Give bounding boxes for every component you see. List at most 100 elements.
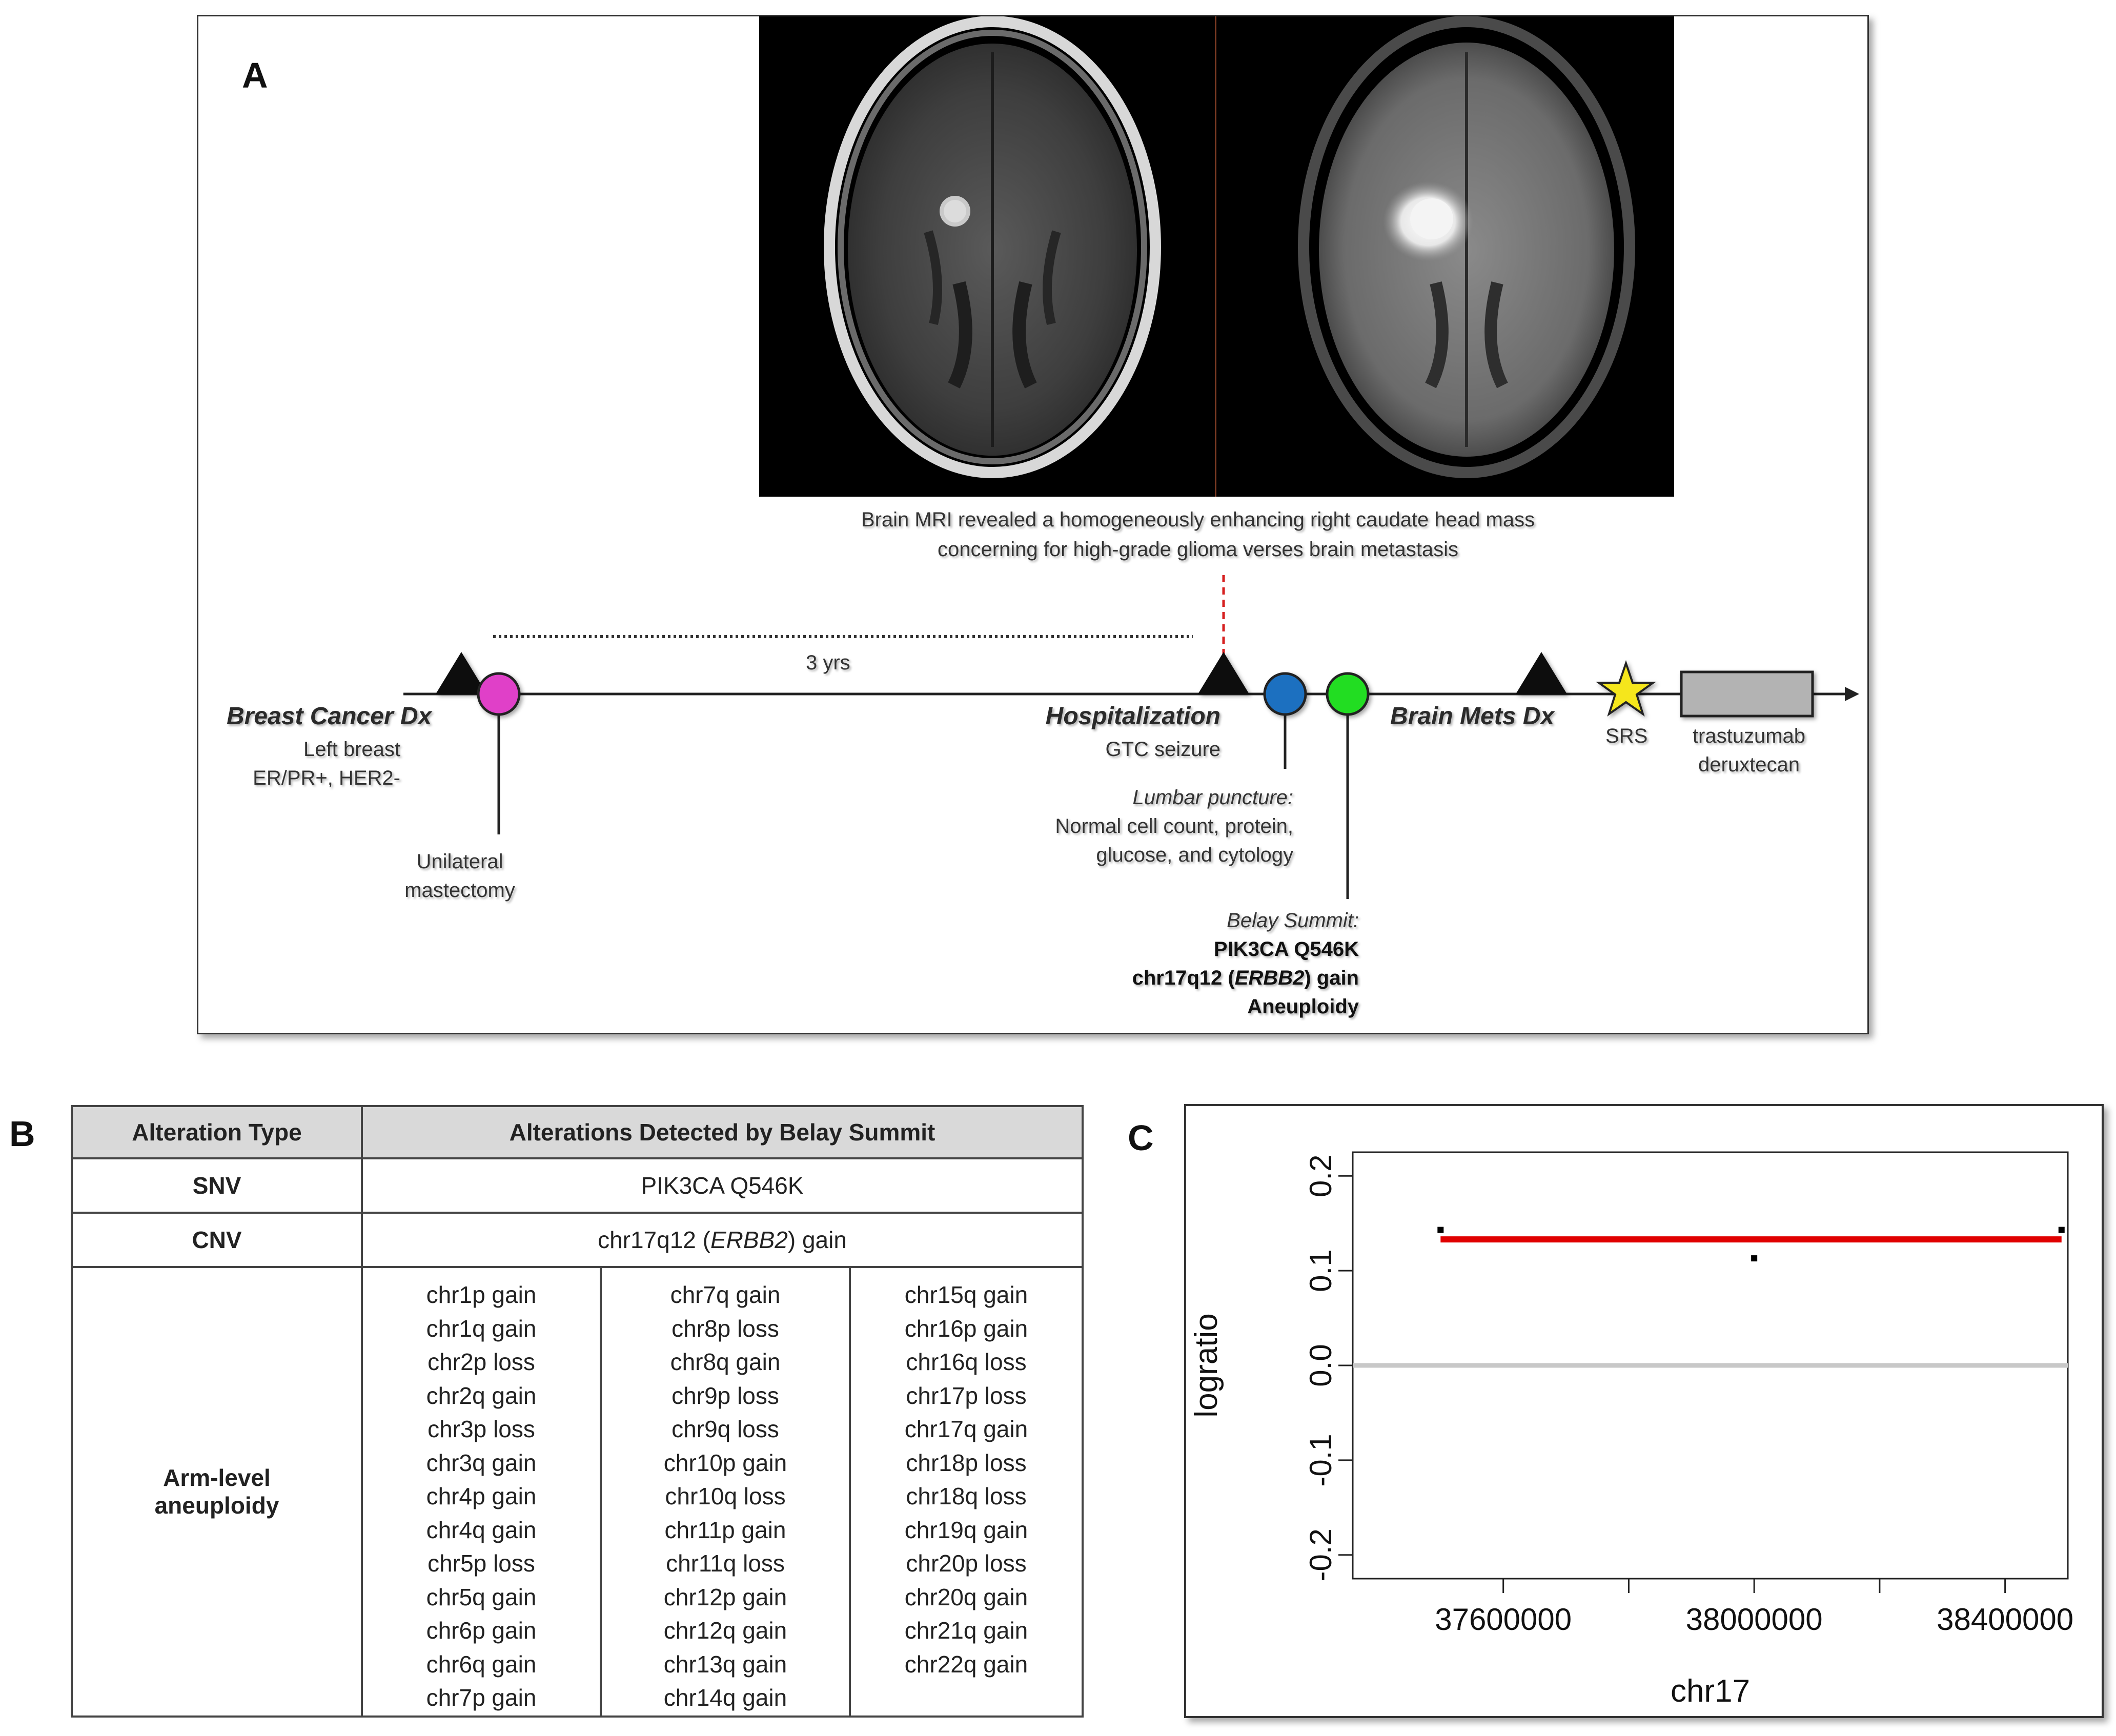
arm-alteration: chr17q gain [904, 1416, 1028, 1442]
belay-line-2: chr17q12 (ERBB2) gain [1132, 964, 1359, 992]
mri-caption-line-1: Brain MRI revealed a homogeneously enhan… [861, 508, 1535, 531]
y-axis-label: logratio [1189, 1313, 1224, 1417]
arm-alteration: chr5q gain [426, 1583, 537, 1610]
breast-dx-detail: Left breast ER/PR+, HER2- [253, 735, 400, 792]
arm-alteration: chr1p gain [426, 1281, 537, 1308]
arm-alteration: chr3p loss [428, 1416, 535, 1442]
data-point [2058, 1227, 2065, 1233]
arm-alteration: chr7p gain [426, 1684, 537, 1711]
lumbar-puncture-text: Lumbar puncture: Normal cell count, prot… [1055, 783, 1293, 869]
y-tick-label: -0.2 [1304, 1528, 1338, 1581]
cnv-type: CNV [71, 1212, 363, 1268]
x-tick-label: 37600000 [1435, 1602, 1572, 1637]
belay-gene: ERBB2 [1234, 967, 1305, 989]
panel-c-label: C [1128, 1118, 1154, 1158]
belay-line-3: Aneuploidy [1247, 995, 1359, 1018]
treatment-line-1: trastuzumab [1692, 725, 1806, 747]
arm-alteration: chr19q gain [904, 1516, 1028, 1543]
timeline-arrowhead [1845, 687, 1859, 701]
cnv-value: chr17q12 (ERBB2) gain [361, 1212, 1084, 1268]
arm-alteration: chr10q loss [665, 1483, 786, 1509]
x-tick-label: 38400000 [1937, 1602, 2073, 1637]
arm-alteration: chr11q loss [666, 1550, 785, 1577]
header-alteration-type: Alteration Type [71, 1105, 363, 1159]
arm-level-type: Arm-level aneuploidy [71, 1266, 363, 1718]
arm-alteration: chr9q loss [672, 1416, 779, 1442]
arm-alteration: chr16q loss [906, 1349, 1027, 1375]
snv-type: SNV [71, 1157, 363, 1214]
arm-alteration: chr21q gain [904, 1617, 1028, 1644]
arm-alteration: chr22q gain [904, 1650, 1028, 1678]
treatment-bar [1680, 670, 1814, 718]
arm-alteration: chr20q gain [904, 1583, 1028, 1610]
brain-mri-image [759, 16, 1674, 497]
arm-alteration: chr7q gain [670, 1281, 781, 1308]
data-point [1751, 1255, 1758, 1262]
treatment-line-2: deruxtecan [1698, 753, 1800, 776]
table-header-row: Alteration Type Alterations Detected by … [71, 1105, 1084, 1159]
arm-alteration: chr12q gain [663, 1617, 787, 1644]
arm-alteration: chr20p loss [906, 1550, 1027, 1577]
arm-alteration: chr17p loss [906, 1382, 1027, 1409]
data-point [1437, 1227, 1444, 1233]
arm-alteration: chr5p loss [428, 1550, 535, 1577]
srs-star-icon [1595, 660, 1657, 717]
belay-line-1: PIK3CA Q546K [1213, 938, 1359, 961]
belay-summit-text: Belay Summit: PIK3CA Q546K chr17q12 (ERB… [1132, 906, 1359, 1021]
interval-label: 3 yrs [806, 651, 850, 674]
arm-alteration: chr6p gain [426, 1617, 537, 1644]
arm-alteration: chr18p loss [906, 1449, 1027, 1476]
x-axis-label: chr17 [1671, 1673, 1750, 1709]
arm-alteration: chr1q gain [426, 1315, 537, 1342]
breast-dx-line-1: Left breast [303, 738, 400, 761]
mastectomy-marker [477, 672, 521, 716]
mastectomy-line-2: mastectomy [404, 879, 515, 902]
header-alterations-detected: Alterations Detected by Belay Summit [361, 1105, 1084, 1159]
arm-alteration: chr13q gain [663, 1650, 787, 1678]
mri-divider [1215, 16, 1216, 497]
belay-line-2-prefix: chr17q12 ( [1132, 967, 1235, 989]
belay-line-2-suffix: ) gain [1304, 967, 1359, 989]
panel-a: A [197, 15, 1869, 1034]
lumbar-line-2: glucose, and cytology [1096, 844, 1293, 866]
brain-mets-title: Brain Mets Dx [1390, 703, 1555, 730]
belay-summit-marker [1326, 672, 1370, 716]
breast-dx-title: Breast Cancer Dx [227, 703, 432, 730]
treatment-label: trastuzumab deruxtecan [1675, 722, 1823, 779]
arm-column-3: chr15q gain chr16p gain chr16q loss chr17p … [849, 1266, 1084, 1718]
table-row-cnv: CNV chr17q12 (ERBB2) gain [71, 1212, 1084, 1268]
arm-type-line-1: Arm-level [163, 1464, 271, 1492]
y-tick-label: 0.1 [1304, 1249, 1338, 1292]
arm-alteration: chr8p loss [672, 1315, 779, 1342]
lumbar-line-1: Normal cell count, protein, [1055, 815, 1293, 838]
belay-title: Belay Summit: [1227, 909, 1359, 932]
snv-value: PIK3CA Q546K [361, 1157, 1084, 1214]
mri-scans [824, 16, 1635, 497]
t1-post-contrast-scan [824, 16, 1161, 478]
arm-alteration: chr15q gain [904, 1281, 1028, 1308]
arm-alteration: chr16p gain [904, 1315, 1028, 1342]
y-tick-label: 0.0 [1304, 1344, 1338, 1386]
srs-label: SRS [1605, 725, 1648, 747]
arm-type-line-2: aneuploidy [154, 1492, 279, 1519]
arm-alteration: chr14q gain [663, 1684, 787, 1711]
arm-alteration: chr8q gain [670, 1349, 781, 1375]
panel-a-label: A [242, 55, 268, 95]
arm-alteration: chr11p gain [664, 1516, 786, 1543]
hospitalization-detail: GTC seizure [1105, 738, 1221, 761]
mastectomy-label: Unilateral mastectomy [375, 847, 544, 905]
cnv-gene: ERBB2 [710, 1227, 788, 1253]
table-row-arm-level: Arm-level aneuploidy chr1p gain chr1q gai… [71, 1266, 1084, 1718]
arm-alteration: chr4p gain [426, 1483, 537, 1509]
breast-dx-line-2: ER/PR+, HER2- [253, 767, 400, 789]
panel-b-label: B [9, 1114, 35, 1154]
arm-alteration: chr3q gain [426, 1449, 537, 1476]
alterations-table: Alteration Type Alterations Detected by … [71, 1105, 1084, 1718]
flair-scan [1298, 16, 1635, 478]
mastectomy-line-1: Unilateral [416, 850, 503, 873]
timeline-graphic [403, 575, 1859, 899]
hospitalization-marker [1198, 652, 1249, 694]
lumbar-puncture-marker [1263, 672, 1307, 716]
